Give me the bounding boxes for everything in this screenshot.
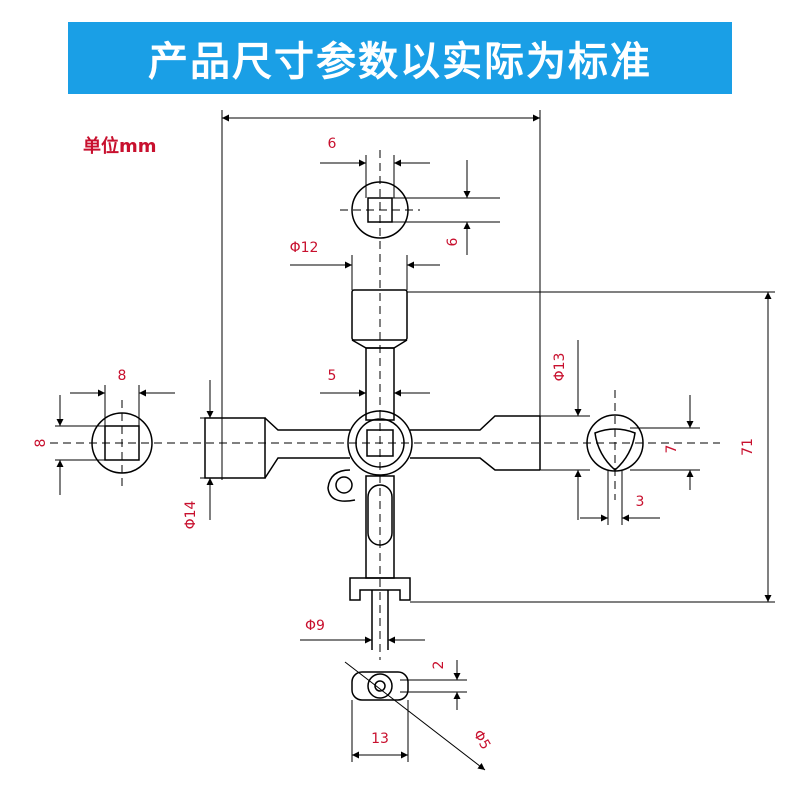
dim-top-tube-dia: Φ12 (290, 240, 319, 256)
dim-top-square: 6 (328, 136, 337, 152)
unit-label: 单位mm (83, 136, 157, 157)
dim-triangle-width: 3 (636, 494, 645, 510)
dim-total-length: 71 (740, 438, 756, 456)
right-end-view (586, 414, 644, 472)
dim-left-square-h: 8 (33, 439, 49, 448)
dim-center-square: 5 (328, 368, 337, 384)
center-lines (50, 150, 720, 660)
key-body (204, 289, 541, 701)
banner-title: 产品尺寸参数以实际为标准 (148, 39, 652, 85)
dim-tip-offset: 2 (431, 661, 447, 670)
dim-top-square-height: 6 (445, 237, 461, 246)
dim-right-tube-dia: Φ13 (552, 353, 568, 382)
left-end-view (91, 412, 153, 474)
dim-left-tube-dia: Φ14 (183, 500, 199, 529)
dimension-lines (55, 110, 775, 771)
dim-triangle-height: 7 (664, 445, 680, 454)
dim-tip-width: 13 (371, 731, 389, 747)
dim-bottom-tube-dia: Φ9 (305, 618, 325, 634)
top-end-view (351, 181, 409, 239)
dim-tip-hole-dia: Φ5 (470, 727, 494, 752)
title-banner: 产品尺寸参数以实际为标准 (68, 22, 732, 94)
dim-left-square-w: 8 (118, 368, 127, 384)
